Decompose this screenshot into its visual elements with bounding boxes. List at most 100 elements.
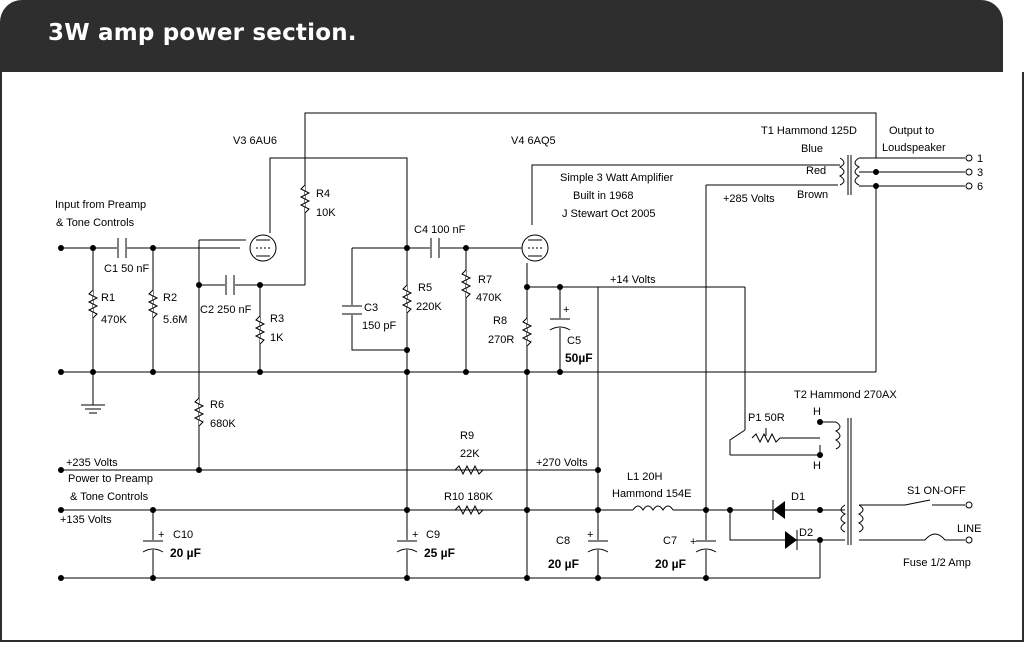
resistor-r7 xyxy=(460,269,472,299)
tube-v4 xyxy=(521,234,549,262)
junction-dot xyxy=(595,575,601,581)
r4-value: 10K xyxy=(316,207,336,219)
junction-dot xyxy=(524,369,530,375)
r9-name: R9 xyxy=(460,430,474,442)
r4-name: R4 xyxy=(316,188,330,200)
c2-label: C2 250 nF xyxy=(200,304,252,316)
r5-name: R5 xyxy=(418,282,432,294)
output-label-1: Output to xyxy=(889,125,934,137)
d2-label: D2 xyxy=(799,527,813,539)
c1-label: C1 50 nF xyxy=(104,263,150,275)
junction-dot xyxy=(404,245,410,251)
r1-name: R1 xyxy=(101,292,115,304)
d1-label: D1 xyxy=(791,491,805,503)
c7-plus: + xyxy=(690,536,696,548)
junction-dot xyxy=(196,467,202,473)
info-line-3: J Stewart Oct 2005 xyxy=(562,208,656,220)
junction-dot xyxy=(404,507,410,513)
potentiometer-p1 xyxy=(751,428,820,444)
t2-tap-h2: H xyxy=(813,460,821,472)
input-label-1: Input from Preamp xyxy=(55,199,146,211)
junction-dot xyxy=(196,282,202,288)
r8-name: R8 xyxy=(493,315,507,327)
resistors xyxy=(87,184,533,516)
c10-plus: + xyxy=(158,529,164,541)
transformer-t2 xyxy=(834,418,973,545)
c10-name: C10 xyxy=(173,529,193,541)
output-pin-6: 6 xyxy=(977,181,983,193)
junction-dot xyxy=(595,507,601,513)
output-pin-3: 3 xyxy=(977,167,983,179)
r3-name: R3 xyxy=(270,313,284,325)
c9-name: C9 xyxy=(426,529,440,541)
junction-dot xyxy=(817,507,823,513)
junction-dot xyxy=(404,347,410,353)
c4-label: C4 100 nF xyxy=(414,224,466,236)
voltage-135: +135 Volts xyxy=(60,514,112,526)
junction-dot xyxy=(58,369,64,375)
voltage-14: +14 Volts xyxy=(610,274,656,286)
r5-value: 220K xyxy=(416,301,442,313)
c8-value: 20 µF xyxy=(548,557,579,571)
junction-dot xyxy=(58,467,64,473)
t2-label: T2 Hammond 270AX xyxy=(794,389,897,401)
voltage-270: +270 Volts xyxy=(536,457,588,469)
junction-dot xyxy=(58,575,64,581)
resistor-r6 xyxy=(193,397,205,427)
c8-name: C8 xyxy=(556,535,570,547)
power-label-2: & Tone Controls xyxy=(70,491,149,503)
junction-dot xyxy=(257,282,263,288)
junction-dot xyxy=(524,507,530,513)
tube-v4-label: V4 6AQ5 xyxy=(511,135,556,147)
output-pin-1: 1 xyxy=(977,153,983,165)
c9-plus: + xyxy=(412,529,418,541)
c7-value: 20 µF xyxy=(655,557,686,571)
s1-label: S1 ON-OFF xyxy=(907,485,966,497)
r3-value: 1K xyxy=(270,332,284,344)
capacitors xyxy=(117,238,717,553)
t1-label: T1 Hammond 125D xyxy=(761,125,857,137)
t1-blue: Blue xyxy=(801,143,823,155)
junction-dot xyxy=(817,537,823,543)
junction-dot xyxy=(463,245,469,251)
c7-name: C7 xyxy=(663,535,677,547)
r7-value: 470K xyxy=(476,292,502,304)
junction-dot xyxy=(524,284,530,290)
inductor-l1 xyxy=(632,502,674,512)
r2-value: 5.6M xyxy=(163,314,187,326)
junction-dot xyxy=(595,467,601,473)
junction-dot xyxy=(404,369,410,375)
voltage-235: +235 Volts xyxy=(66,457,118,469)
junction-dot xyxy=(58,507,64,513)
junction-dot xyxy=(90,245,96,251)
t2-tap-h1: H xyxy=(813,406,821,418)
r8-value: 270R xyxy=(488,334,514,346)
junction-dot xyxy=(463,369,469,375)
junction-dots xyxy=(58,169,879,581)
junction-dot xyxy=(557,284,563,290)
l1-value: Hammond 154E xyxy=(612,488,692,500)
resistor-r10 xyxy=(454,504,484,516)
resistor-r3 xyxy=(254,315,266,345)
c3-value: 150 pF xyxy=(362,320,397,332)
resistor-r1 xyxy=(87,289,99,319)
schematic-frame xyxy=(0,72,1024,642)
junction-dot xyxy=(727,507,733,513)
c5-value: 50µF xyxy=(565,351,593,365)
junction-dot xyxy=(404,575,410,581)
tube-v3-label: V3 6AU6 xyxy=(233,135,277,147)
input-label-2: & Tone Controls xyxy=(56,217,135,229)
r9-value: 22K xyxy=(460,448,480,460)
junction-dot xyxy=(90,369,96,375)
junction-dot xyxy=(817,452,823,458)
info-line-1: Simple 3 Watt Amplifier xyxy=(560,172,674,184)
junction-dot xyxy=(58,245,64,251)
tube-v3 xyxy=(249,234,277,262)
resistor-r8 xyxy=(521,317,533,347)
r6-value: 680K xyxy=(210,418,236,430)
junction-dot xyxy=(524,575,530,581)
line-label: LINE xyxy=(957,523,981,535)
ground-symbol xyxy=(81,404,105,414)
header-bar: 3W amp power section. xyxy=(0,0,1003,72)
